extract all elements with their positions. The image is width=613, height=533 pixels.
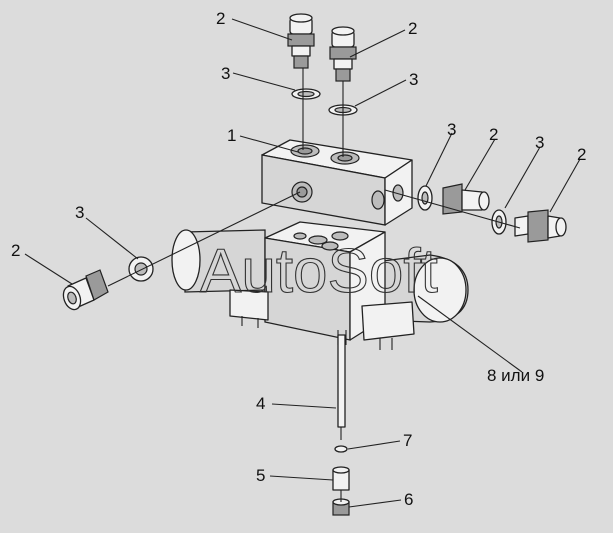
pin (337, 334, 346, 440)
label-sleeve: 5 (256, 466, 265, 485)
right-fitting-a (442, 183, 490, 215)
right-fitting-b (514, 209, 567, 243)
label-washer: 7 (403, 431, 412, 450)
top-left-fitting (287, 13, 315, 69)
label-valve: 8 или 9 (487, 366, 544, 385)
label-right-ring-b: 3 (535, 133, 544, 152)
block-housing (261, 139, 413, 226)
label-top-fitting-left: 2 (216, 9, 225, 28)
label-right-fitting-b: 2 (577, 145, 586, 164)
label-right-ring-a: 3 (447, 120, 456, 139)
label-left-fitting: 2 (11, 241, 20, 260)
sleeve (332, 466, 350, 491)
label-pin: 4 (256, 394, 265, 413)
label-block: 1 (227, 126, 236, 145)
top-right-fitting (329, 26, 357, 82)
watermark-logo: AutoSoft (200, 237, 438, 306)
label-top-ring-left: 3 (221, 64, 230, 83)
label-right-fitting-a: 2 (489, 125, 498, 144)
left-fitting (62, 269, 109, 311)
solenoid-valve (171, 221, 469, 350)
left-ring (128, 256, 154, 282)
right-ring-a (417, 185, 433, 211)
label-left-ring: 3 (75, 203, 84, 222)
label-nut: 6 (404, 490, 413, 509)
leader-lines (24, 18, 581, 508)
label-top-ring-right: 3 (409, 70, 418, 89)
nut (332, 498, 350, 516)
label-top-fitting-right: 2 (408, 19, 417, 38)
washer (334, 445, 348, 453)
